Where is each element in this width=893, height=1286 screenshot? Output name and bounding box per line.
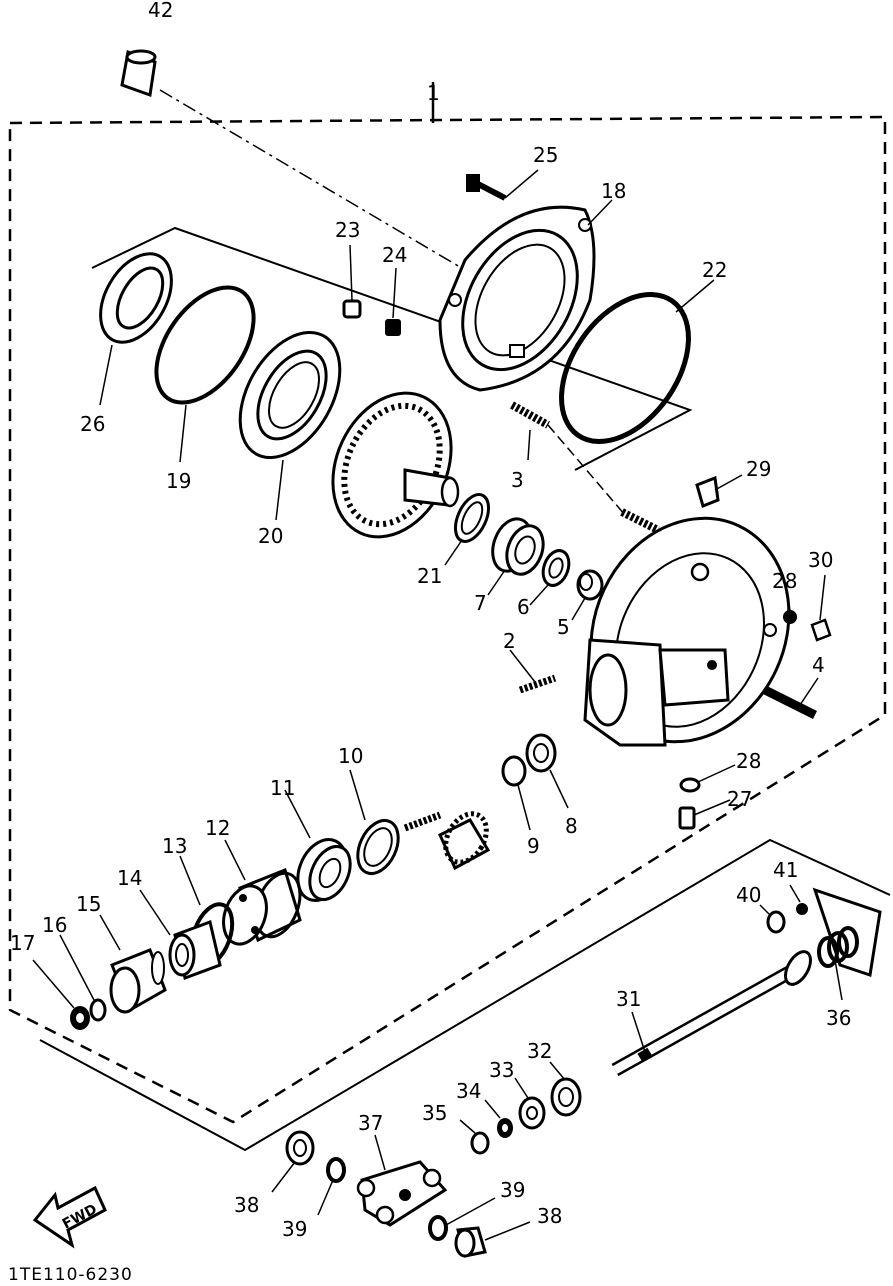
label-15: 15 bbox=[76, 892, 101, 916]
label-40: 40 bbox=[736, 883, 761, 907]
assembly-boundary bbox=[8, 115, 887, 1124]
label-34: 34 bbox=[456, 1079, 481, 1103]
part-38-bearing-right bbox=[454, 1221, 531, 1258]
part-7-bearing bbox=[487, 517, 545, 596]
label-16: 16 bbox=[42, 913, 67, 937]
part-19-ring bbox=[154, 285, 256, 463]
label-18: 18 bbox=[601, 179, 626, 203]
label-9: 9 bbox=[527, 834, 540, 858]
label-39-left: 39 bbox=[282, 1217, 307, 1241]
part-25-bolt bbox=[466, 169, 539, 201]
part-18-housing bbox=[438, 199, 613, 392]
part-22-o-ring bbox=[559, 279, 715, 444]
label-28-top: 28 bbox=[772, 569, 797, 593]
part-9-collar bbox=[501, 755, 531, 831]
label-12: 12 bbox=[205, 816, 230, 840]
label-23: 23 bbox=[335, 218, 360, 242]
part-37-universal-joint bbox=[356, 1134, 448, 1227]
label-14: 14 bbox=[117, 866, 142, 890]
figure-number: 1TE110-6230 bbox=[8, 1265, 133, 1285]
label-37: 37 bbox=[358, 1111, 383, 1135]
part-26-oil-seal bbox=[99, 252, 173, 406]
part-41-nut bbox=[789, 884, 808, 915]
part-42-bushing bbox=[120, 49, 466, 271]
label-28-bottom: 28 bbox=[736, 749, 761, 773]
label-13: 13 bbox=[162, 834, 187, 858]
part-27-bolt bbox=[678, 799, 731, 830]
label-27: 27 bbox=[727, 787, 752, 811]
part-3-stud bbox=[510, 401, 660, 534]
part-39-circlip-left bbox=[317, 1157, 346, 1216]
part-39-circlip-right bbox=[428, 1197, 496, 1241]
part-36-spring bbox=[812, 887, 882, 1001]
part-17-nut bbox=[32, 959, 90, 1030]
label-33: 33 bbox=[489, 1058, 514, 1082]
label-2: 2 bbox=[503, 629, 516, 653]
label-30: 30 bbox=[808, 548, 833, 572]
ring-gear bbox=[331, 391, 460, 539]
fwd-arrow-icon: FWD bbox=[32, 1185, 107, 1249]
part-12-retainer bbox=[222, 839, 302, 946]
final-gear-case bbox=[583, 516, 791, 747]
label-41: 41 bbox=[773, 858, 798, 882]
label-29: 29 bbox=[746, 457, 771, 481]
part-2-stud bbox=[509, 649, 557, 694]
label-25: 25 bbox=[533, 143, 558, 167]
part-15-coupling bbox=[99, 914, 167, 1014]
part-29-plug bbox=[695, 474, 743, 509]
label-19: 19 bbox=[166, 469, 191, 493]
part-33-washer bbox=[514, 1077, 546, 1130]
label-7: 7 bbox=[474, 591, 487, 615]
part-21-shim bbox=[444, 493, 491, 566]
part-31-shaft bbox=[611, 950, 812, 1077]
label-24: 24 bbox=[382, 243, 407, 267]
label-38-left: 38 bbox=[234, 1193, 259, 1217]
label-38-right: 38 bbox=[537, 1204, 562, 1228]
part-5-collar bbox=[571, 569, 604, 621]
part-28-washer-bottom bbox=[679, 764, 736, 793]
label-6: 6 bbox=[517, 595, 530, 619]
part-35-washer bbox=[459, 1119, 490, 1155]
label-8: 8 bbox=[565, 814, 578, 838]
label-17: 17 bbox=[10, 931, 35, 955]
label-36: 36 bbox=[826, 1006, 851, 1030]
bearing-group-bracket bbox=[91, 226, 693, 471]
part-labels: 42 1 25 18 23 24 22 26 19 20 3 29 21 7 6… bbox=[10, 0, 851, 1241]
part-6-race bbox=[529, 549, 571, 606]
part-40-circlip bbox=[759, 904, 786, 934]
label-31: 31 bbox=[616, 987, 641, 1011]
part-28-washer-top bbox=[783, 591, 797, 624]
label-39-right: 39 bbox=[500, 1178, 525, 1202]
label-35: 35 bbox=[422, 1101, 447, 1125]
part-38-bearing-left bbox=[271, 1130, 315, 1193]
drive-pinion-gear bbox=[403, 811, 491, 871]
label-1: 1 bbox=[427, 81, 440, 105]
part-23-nut bbox=[342, 244, 362, 319]
part-4-pin bbox=[762, 677, 819, 720]
part-34-nut bbox=[484, 1099, 513, 1138]
label-11: 11 bbox=[270, 776, 295, 800]
label-26: 26 bbox=[80, 412, 105, 436]
output-shaft-bracket bbox=[39, 838, 891, 1152]
part-20-bearing bbox=[238, 330, 342, 521]
label-3: 3 bbox=[511, 468, 524, 492]
part-14-oil-seal bbox=[139, 889, 222, 980]
part-24-bushing bbox=[385, 267, 401, 336]
part-8-bearing bbox=[525, 733, 569, 809]
label-42: 42 bbox=[148, 0, 173, 22]
part-10-shim bbox=[349, 769, 400, 875]
part-11-bearing bbox=[284, 789, 352, 902]
label-32: 32 bbox=[527, 1039, 552, 1063]
part-30-bolt bbox=[810, 574, 832, 642]
label-10: 10 bbox=[338, 744, 363, 768]
label-22: 22 bbox=[702, 258, 727, 282]
part-16-washer bbox=[59, 934, 107, 1022]
label-4: 4 bbox=[812, 653, 825, 677]
part-32-bearing bbox=[549, 1061, 582, 1117]
label-5: 5 bbox=[557, 615, 570, 639]
label-21: 21 bbox=[417, 564, 442, 588]
label-20: 20 bbox=[258, 524, 283, 548]
